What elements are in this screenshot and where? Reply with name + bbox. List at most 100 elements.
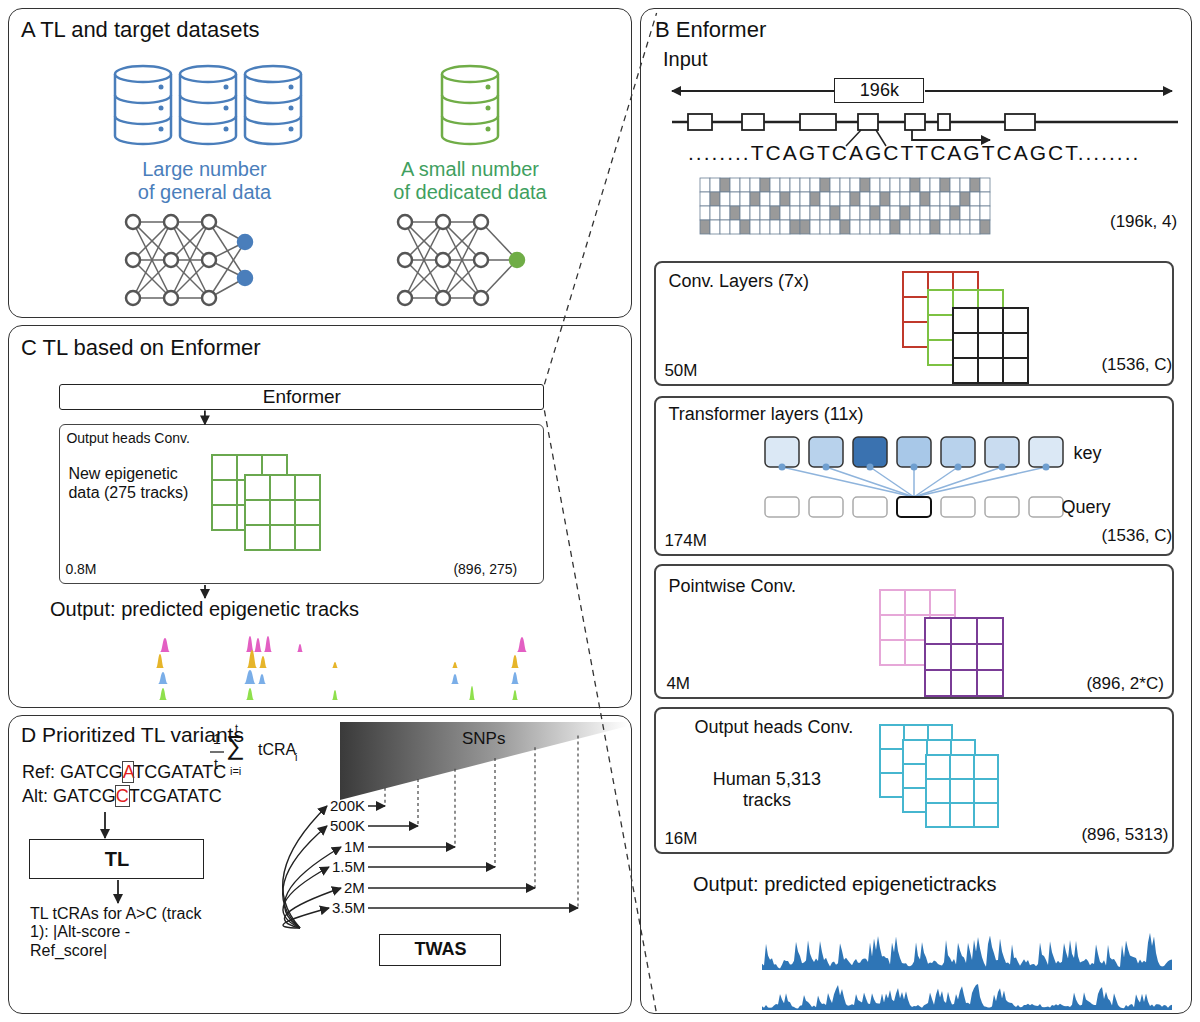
text-label: SNPs <box>462 729 505 749</box>
kernel-line <box>294 475 296 550</box>
window-guide <box>494 758 495 867</box>
signal-track <box>762 984 1172 1010</box>
net-neuron <box>398 291 412 305</box>
one-hot-cell <box>750 178 760 192</box>
database-dot <box>224 106 229 111</box>
box-label: TL <box>105 848 129 870</box>
one-hot-cell <box>800 192 810 206</box>
one-hot-cell <box>770 220 780 234</box>
box-label: Enformer <box>263 387 341 408</box>
box-heading: C TL based on Enformer <box>21 335 261 360</box>
one-hot-cell <box>970 192 980 206</box>
one-hot-cell <box>810 192 820 206</box>
database-band <box>442 95 498 124</box>
one-hot-cell <box>970 220 980 234</box>
one-hot-cell <box>850 178 860 192</box>
tss-arrow <box>912 130 990 140</box>
one-hot-cell <box>810 220 820 234</box>
key-token <box>941 437 975 467</box>
net-neuron <box>164 253 178 267</box>
one-hot-cell <box>900 192 910 206</box>
peak <box>159 688 167 700</box>
text-label: tCRA <box>258 741 296 759</box>
kernel-line <box>245 524 320 526</box>
one-hot-cell <box>840 192 850 206</box>
one-hot-cell <box>960 178 970 192</box>
one-hot-cell <box>810 178 820 192</box>
database-dot <box>224 127 229 132</box>
box-text: (1536, C) <box>1101 355 1172 375</box>
text-label: t <box>214 756 218 772</box>
query-token <box>853 497 887 517</box>
one-hot-cell <box>910 192 920 206</box>
peak <box>332 662 338 668</box>
query-token <box>941 497 975 517</box>
window-curve <box>283 867 329 928</box>
one-hot-cell <box>930 178 940 192</box>
one-hot-cell <box>910 206 920 220</box>
kernel-frame <box>925 618 1003 696</box>
database-icon <box>245 66 301 144</box>
one-hot-cell <box>830 220 840 234</box>
exon-box <box>688 114 712 130</box>
attention-line <box>914 467 1002 497</box>
neural-net-icon <box>126 215 252 305</box>
one-hot-cell <box>940 206 950 220</box>
one-hot-cell <box>860 192 870 206</box>
key-dot <box>955 464 962 471</box>
window-guide <box>577 736 578 908</box>
one-hot-cell <box>710 178 720 192</box>
flow-connector <box>204 410 206 424</box>
peak <box>246 688 254 700</box>
peak <box>259 656 267 668</box>
one-hot-cell <box>840 220 850 234</box>
database-dot <box>289 85 294 90</box>
one-hot-cell <box>840 178 850 192</box>
one-hot-cell <box>850 206 860 220</box>
one-hot-cell <box>810 206 820 220</box>
one-hot-cell <box>720 220 730 234</box>
one-hot-cell <box>770 178 780 192</box>
layer-box: Conv. Layers (7x)50M(1536, C) <box>654 261 1174 386</box>
query-token <box>897 497 931 517</box>
kernel-frame <box>953 308 1028 383</box>
one-hot-cell <box>870 220 880 234</box>
one-hot-cell <box>880 220 890 234</box>
flow-arrow <box>117 880 119 903</box>
kernel-line <box>880 614 955 616</box>
one-hot-cell <box>720 206 730 220</box>
one-hot-cell <box>770 206 780 220</box>
one-hot-cell <box>820 178 830 192</box>
peak <box>517 637 527 652</box>
box-label: TWAS <box>414 940 466 960</box>
database-body <box>245 74 301 144</box>
one-hot-cell <box>780 206 790 220</box>
exon-box <box>742 114 764 130</box>
one-hot-cell <box>740 220 750 234</box>
one-hot-cell <box>890 220 900 234</box>
database-dot <box>486 127 491 132</box>
text-label: 2M <box>344 879 365 896</box>
window-arrow <box>368 846 455 848</box>
key-token <box>1029 437 1063 467</box>
window-guide <box>417 779 418 826</box>
key-token <box>809 437 843 467</box>
one-hot-cell <box>880 206 890 220</box>
box-heading: Output heads Conv. <box>66 430 189 446</box>
database-icon <box>115 66 171 144</box>
one-hot-cell <box>950 206 960 220</box>
one-hot-cell <box>730 206 740 220</box>
one-hot-cell <box>730 178 740 192</box>
window-guide <box>454 769 455 847</box>
one-hot-cell <box>870 178 880 192</box>
one-hot-cell <box>980 192 990 206</box>
kernel-line <box>950 618 952 696</box>
one-hot-cell <box>960 206 970 220</box>
one-hot-cell <box>870 192 880 206</box>
one-hot-cell <box>800 206 810 220</box>
peak <box>451 674 459 684</box>
one-hot-cell <box>940 178 950 192</box>
one-hot-cell <box>910 220 920 234</box>
kernel-grid <box>953 308 1028 383</box>
one-hot-cell <box>850 220 860 234</box>
